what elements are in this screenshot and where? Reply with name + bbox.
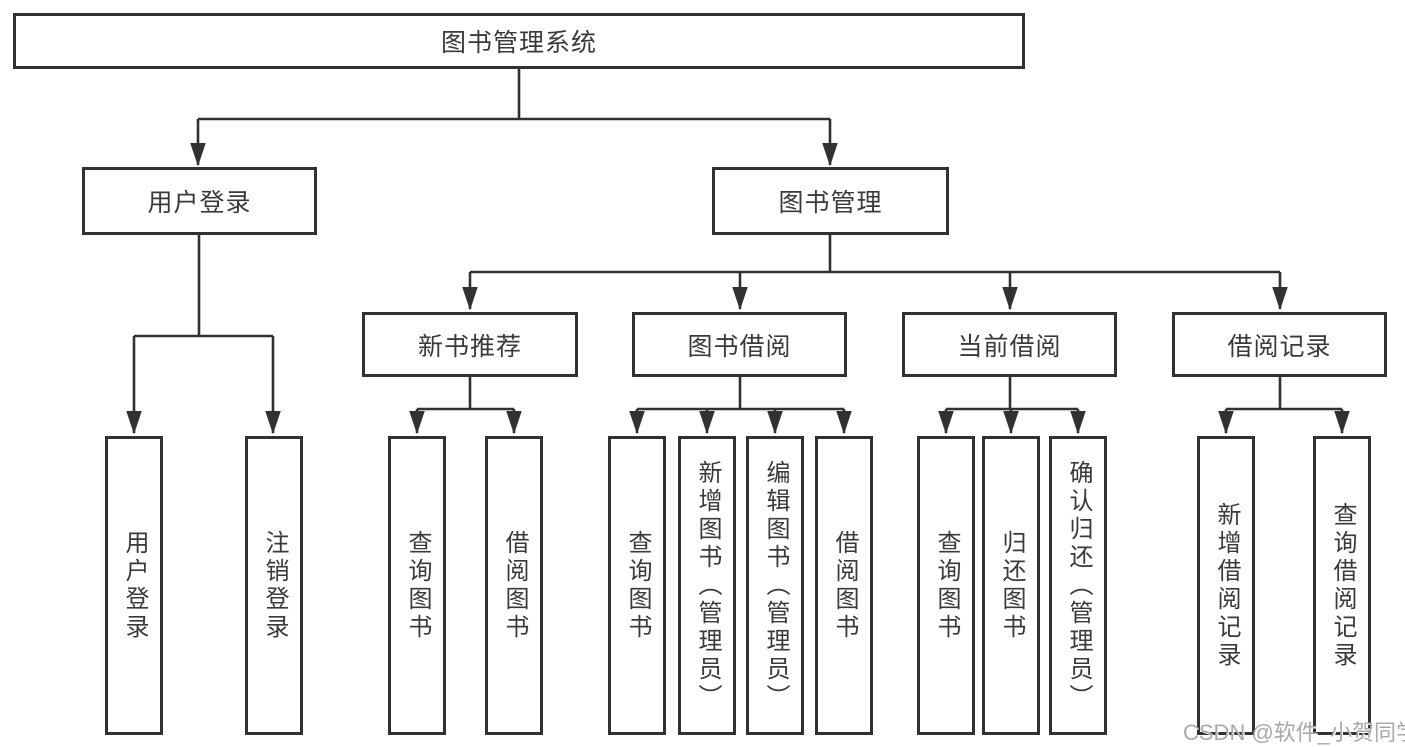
csdn-watermark: CSDN @软件_小贺同学: [1183, 720, 1405, 745]
leaf-user-login-label: 用户登录: [121, 529, 148, 642]
leaf-current-query-books-label: 查询图书: [933, 529, 960, 642]
node-new-book-recommend-label: 新书推荐: [417, 332, 522, 361]
node-current-borrow: 当前借阅: [902, 312, 1117, 377]
node-book-borrow: 图书借阅: [632, 312, 847, 377]
node-book-management-label: 图书管理: [778, 189, 883, 217]
node-borrow-records: 借阅记录: [1172, 312, 1387, 377]
node-user-login: 用户登录: [82, 167, 317, 235]
node-current-borrow-label: 当前借阅: [957, 332, 1062, 361]
node-book-borrow-label: 图书借阅: [687, 332, 792, 361]
leaf-logout: 注销登录: [245, 436, 303, 735]
leaf-current-query-books: 查询图书: [917, 436, 975, 735]
leaf-recommend-borrow-books-label: 借阅图书: [501, 529, 528, 642]
leaf-add-borrow-record-label: 新增借阅记录: [1213, 501, 1240, 670]
leaf-logout-label: 注销登录: [261, 529, 288, 642]
node-root: 图书管理系统: [13, 13, 1025, 69]
node-book-management: 图书管理: [712, 167, 949, 235]
leaf-recommend-query-books: 查询图书: [388, 436, 446, 735]
leaf-confirm-return-admin: 确认归还（管理员）: [1049, 436, 1107, 735]
leaf-add-borrow-record: 新增借阅记录: [1197, 436, 1255, 735]
node-user-login-label: 用户登录: [147, 189, 252, 217]
node-new-book-recommend: 新书推荐: [362, 312, 578, 377]
leaf-return-books: 归还图书: [982, 436, 1040, 735]
leaf-confirm-return-admin-label: 确认归还（管理员）: [1065, 459, 1092, 712]
edge-lines: [126, 69, 1350, 435]
leaf-query-borrow-record-label: 查询借阅记录: [1329, 501, 1356, 670]
leaf-recommend-query-books-label: 查询图书: [404, 529, 431, 642]
leaf-recommend-borrow-books: 借阅图书: [485, 436, 543, 735]
leaf-borrow-books-label: 借阅图书: [831, 529, 858, 642]
leaf-borrow-query-books: 查询图书: [608, 436, 666, 735]
leaf-query-borrow-record: 查询借阅记录: [1313, 436, 1371, 735]
leaf-borrow-query-books-label: 查询图书: [624, 529, 651, 642]
leaf-user-login: 用户登录: [105, 436, 163, 735]
leaf-add-books-admin-label: 新增图书（管理员）: [694, 459, 721, 712]
leaf-borrow-books: 借阅图书: [815, 436, 873, 735]
leaf-edit-books-admin-label: 编辑图书（管理员）: [762, 459, 789, 712]
leaf-return-books-label: 归还图书: [998, 529, 1025, 642]
node-root-label: 图书管理系统: [440, 29, 597, 57]
node-borrow-records-label: 借阅记录: [1227, 332, 1332, 361]
leaf-edit-books-admin: 编辑图书（管理员）: [746, 436, 804, 735]
leaf-add-books-admin: 新增图书（管理员）: [678, 436, 736, 735]
